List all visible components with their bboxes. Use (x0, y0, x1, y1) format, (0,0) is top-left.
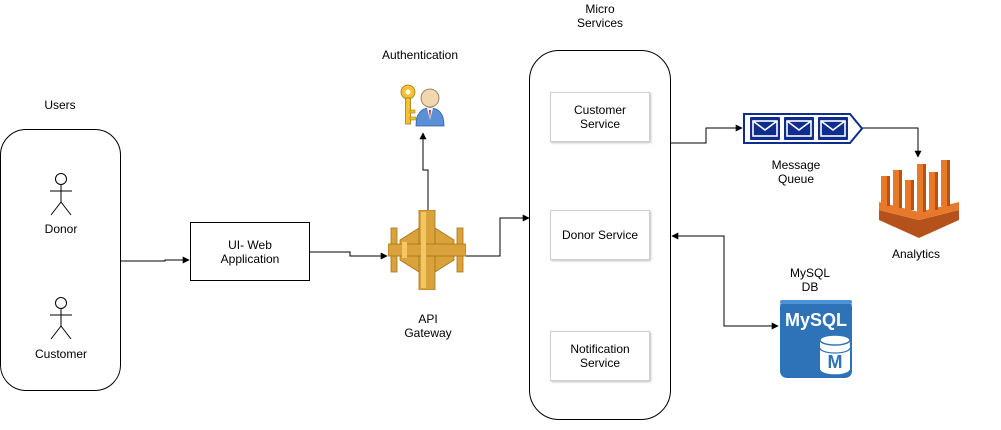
customer-actor-icon (50, 297, 72, 340)
mysql-label: MySQL DB (789, 266, 830, 294)
donor-actor-icon (50, 173, 72, 216)
webapp-box[interactable]: UI- Web Application (190, 222, 310, 281)
users-container[interactable] (0, 129, 121, 391)
analytics-icon[interactable] (879, 158, 959, 238)
donor-label: Donor (44, 222, 78, 236)
edge-gateway-to-microservices (465, 214, 530, 257)
customer-label: Customer (34, 347, 87, 361)
gateway-label: API Gateway (404, 312, 452, 340)
auth-label: Authentication (381, 48, 459, 62)
edge-queue-to-analytics (862, 127, 922, 158)
edge-gateway-to-auth (419, 132, 429, 210)
edge-users-to-webapp (121, 256, 190, 264)
message-queue-icon[interactable] (742, 112, 864, 145)
mysql-cylinder-letter: M (828, 352, 843, 372)
mysql-logo-text: MySQL (785, 310, 847, 330)
queue-label: Message Queue (771, 158, 821, 186)
donor-service-box[interactable]: Donor Service (550, 210, 650, 260)
customer-service-box[interactable]: Customer Service (550, 92, 650, 142)
users-title: Users (44, 98, 76, 112)
microservices-title: Micro Services (576, 2, 623, 30)
mysql-db-icon[interactable]: MySQL M (780, 300, 852, 378)
edge-microservices-to-queue (670, 124, 743, 144)
edge-microservices-mysql (671, 232, 779, 330)
api-gateway-icon[interactable] (388, 210, 466, 290)
analytics-label: Analytics (891, 247, 941, 261)
edge-webapp-to-gateway (310, 251, 388, 260)
notification-service-box[interactable]: Notification Service (550, 331, 650, 381)
authentication-key-user-icon[interactable] (398, 82, 446, 130)
